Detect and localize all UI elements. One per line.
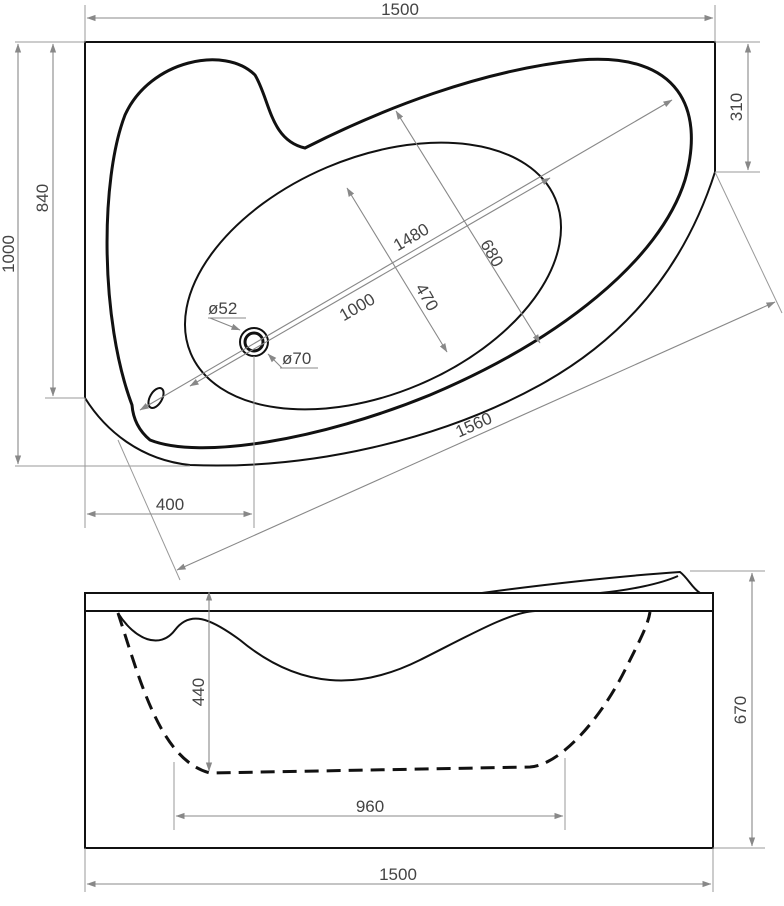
dim-bottom-length: [189, 177, 551, 387]
inner-profile-dashed: [116, 611, 652, 775]
side-body: [84, 610, 714, 849]
dim-bottom-width: [346, 187, 448, 353]
dim-bowl-width: [395, 110, 541, 344]
headrest: [481, 570, 701, 594]
label-side-depth: 440: [189, 678, 208, 706]
label-top-height-side: 840: [33, 184, 52, 212]
side-rim: [84, 592, 714, 612]
leader-drain: [209, 317, 241, 331]
label-top-height-total: 1000: [0, 235, 18, 273]
label-side-width: 1500: [379, 865, 417, 884]
label-bowl-width: 680: [476, 236, 507, 270]
label-overflow-diameter: ø70: [282, 349, 311, 368]
bowl-bottom: [183, 141, 563, 411]
overflow-hole: [147, 387, 165, 409]
label-side-height: 670: [731, 696, 750, 724]
label-side-bottom-length: 960: [356, 797, 384, 816]
rim-back-contour: [117, 610, 536, 682]
dim-bowl-length: [139, 99, 673, 411]
side-view: 440 670 960 1500: [84, 570, 765, 892]
label-drain-offset: 400: [156, 495, 184, 514]
label-bottom-width: 470: [411, 280, 442, 314]
leader-overflow: [267, 353, 283, 369]
label-bottom-length: 1000: [336, 290, 378, 325]
label-corner-cut: 310: [727, 93, 746, 121]
top-view: 1500 1000 840 310 400 1560 1480 1000 680…: [0, 0, 783, 581]
dim-diagonal-length: [176, 301, 776, 571]
drain-inner: [243, 331, 265, 353]
label-drain-diameter: ø52: [208, 299, 237, 318]
label-top-width: 1500: [381, 0, 419, 19]
